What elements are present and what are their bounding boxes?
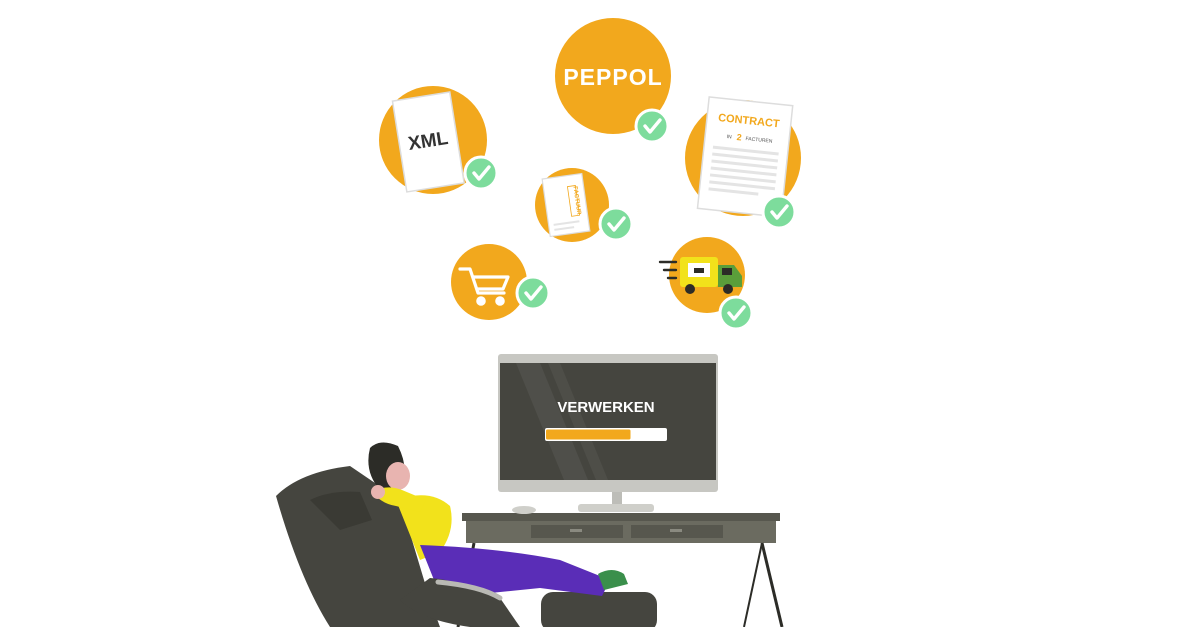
contract-sub-post: FACTUREN: [745, 136, 773, 145]
check-icon: [761, 194, 797, 230]
peppol-label: PEPPOL: [563, 64, 662, 90]
contract-sub-num: 2: [736, 132, 742, 142]
check-icon: [718, 295, 754, 331]
contract-bubble: CONTRACT IN 2 FACTUREN: [685, 96, 801, 230]
desk: [456, 506, 784, 627]
monitor: VERWERKEN: [498, 354, 718, 512]
peppol-bubble: PEPPOL: [555, 18, 671, 144]
cart-bubble: [451, 244, 551, 320]
document-icon: [541, 172, 591, 238]
document-icon: [391, 91, 466, 193]
check-icon: [598, 206, 634, 242]
xml-bubble: XML: [379, 86, 499, 194]
person-in-chair: [276, 442, 628, 627]
factuur-label: FACTUUR: [572, 186, 582, 216]
progress-fill: [546, 429, 631, 440]
contract-sub-pre: IN: [726, 134, 732, 141]
shopping-cart-icon: [458, 267, 510, 306]
factuur-bubble: FACTUUR: [535, 168, 634, 242]
truck-bubble: [658, 237, 754, 331]
delivery-truck-icon: [658, 257, 742, 294]
check-icon: [515, 275, 551, 311]
ottoman: [541, 592, 657, 627]
check-icon: [463, 155, 499, 191]
check-icon: [634, 108, 670, 144]
processing-label: VERWERKEN: [557, 399, 654, 416]
